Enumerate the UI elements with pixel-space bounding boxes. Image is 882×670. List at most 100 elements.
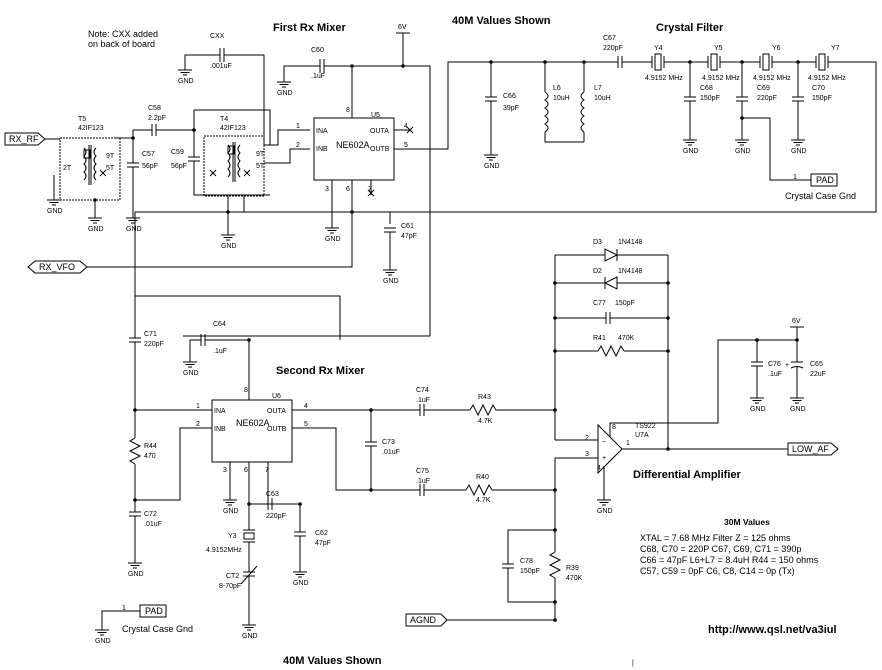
ground-label: GND xyxy=(95,638,111,645)
crystal-y3: Y3 4.9152MHz xyxy=(206,529,255,572)
trimmer-ct2: CT2 8-70pF xyxy=(219,565,258,625)
ground-symbol: GND xyxy=(221,234,237,250)
opamp-plus-sign: + xyxy=(602,455,606,462)
port-rx-rf: RX_RF xyxy=(4,132,60,146)
y5-val: 4.9152 MHz xyxy=(702,75,740,82)
l6-ref: L6 xyxy=(553,85,561,92)
ground-label: GND xyxy=(183,370,199,377)
ct2-val: 8-70pF xyxy=(219,583,241,590)
c71-ref: C71 xyxy=(144,331,157,338)
c69-ref: C69 xyxy=(757,85,770,92)
ground-label: GND xyxy=(223,508,239,515)
title-second-mixer: Second Rx Mixer xyxy=(276,365,365,377)
c73-val: .01uF xyxy=(382,449,400,456)
c71-val: 220pF xyxy=(144,341,164,348)
ground-label: GND xyxy=(126,226,142,233)
r44-ref: R44 xyxy=(144,443,157,450)
power-6v-top-label: 6V xyxy=(398,24,407,31)
note-line-2: on back of board xyxy=(88,39,155,49)
cap-c76: C76 .1uF xyxy=(751,338,782,398)
ground-label: GND xyxy=(293,580,309,587)
cap-c71: C71 220pF xyxy=(129,296,164,438)
junction xyxy=(666,316,670,320)
r40-val: 4.7K xyxy=(476,497,491,504)
ground-symbol: GND xyxy=(597,499,613,515)
y7-ref: Y7 xyxy=(831,45,840,52)
t5-ref: T5 xyxy=(78,116,86,123)
t5-secondary-2: 5T xyxy=(106,165,115,172)
cap-c67: C67 220pF xyxy=(603,35,652,68)
cap-c63: C63 220pF xyxy=(247,491,302,532)
ground-symbol: GND xyxy=(47,199,63,215)
u6-pin-4: 4 xyxy=(304,403,308,410)
pad-top: PAD 1 Crystal Case Gnd xyxy=(742,117,856,201)
port-rx-vfo: RX_VFO xyxy=(27,212,353,274)
ground-label: GND xyxy=(790,406,806,413)
power-6v-top: 6V xyxy=(183,24,431,337)
power-6v-right: 6V xyxy=(790,318,804,342)
cap-c66: C66 39pF xyxy=(485,60,519,155)
title-top-values: 40M Values Shown xyxy=(452,15,551,27)
crystal-y7: Y7 4.9152 MHz xyxy=(808,45,846,82)
resistor-r41: R41 470K xyxy=(555,335,668,358)
values30m-line-3: C66 = 47pF L6+L7 = 8.4uH R44 = 150 ohms xyxy=(640,555,819,565)
y7-val: 4.9152 MHz xyxy=(808,75,846,82)
filter-output-wire xyxy=(134,61,877,340)
d2-ref: D2 xyxy=(593,268,602,275)
port-agnd: AGND xyxy=(405,613,557,627)
c76-val: .1uF xyxy=(768,371,782,378)
junction xyxy=(553,408,557,412)
cap-c73: C73 .01uF xyxy=(365,408,400,492)
c78-ref: C78 xyxy=(520,558,533,565)
resistor-r40: R40 4.7K xyxy=(465,474,557,504)
c67-ref: C67 xyxy=(603,35,616,42)
pad-top-label: PAD xyxy=(816,175,834,185)
port-rx-rf-label: RX_RF xyxy=(9,134,39,144)
ground-symbol: GND xyxy=(223,499,239,515)
cap-c58: C58 2.2pF xyxy=(132,105,196,138)
ground-label: GND xyxy=(325,236,341,243)
c59-val: 56pF xyxy=(171,163,187,170)
u6-part: NE602A xyxy=(236,418,270,428)
cxx-ref: CXX xyxy=(210,33,225,40)
c68-val: 150pF xyxy=(700,95,720,102)
t4-part: 42IF123 xyxy=(220,125,246,132)
r43-val: 4.7K xyxy=(478,418,493,425)
crystal-y5: Y5 4.9152 MHz xyxy=(702,45,740,82)
diode-d2: D2 1N4148 xyxy=(555,268,668,290)
t4-ref: T4 xyxy=(220,116,228,123)
r39-ref: R39 xyxy=(566,565,579,572)
ground-symbol: GND xyxy=(88,217,104,233)
c77-ref: C77 xyxy=(593,300,606,307)
u5-ref: U5 xyxy=(371,112,380,119)
ground-label: GND xyxy=(735,148,751,155)
pad-top-pin: 1 xyxy=(793,174,797,181)
opamp-u7a: − + TS922 U7A 2 3 1 8 4 xyxy=(554,339,797,500)
port-rx-vfo-label: RX_VFO xyxy=(39,262,75,272)
ground-label: GND xyxy=(750,406,766,413)
d2-val: 1N4148 xyxy=(618,268,643,275)
opamp-pin-1: 1 xyxy=(626,440,630,447)
ground-label: GND xyxy=(791,148,807,155)
title-first-mixer: First Rx Mixer xyxy=(273,22,346,34)
u6-pin-7: 7 xyxy=(265,467,269,474)
ground-symbol: GND xyxy=(683,139,699,155)
junction xyxy=(553,349,557,353)
u5-pin-8: 8 xyxy=(346,107,350,114)
c68-ref: C68 xyxy=(700,85,713,92)
y4-val: 4.9152 MHz xyxy=(645,75,683,82)
ground-symbol: GND xyxy=(126,217,142,233)
u5-pin-5: 5 xyxy=(404,142,408,149)
u6-pin-3: 3 xyxy=(223,467,227,474)
cap-c70: C70 150pF xyxy=(792,60,832,140)
y4-ref: Y4 xyxy=(654,45,663,52)
c59-ref: C59 xyxy=(171,149,184,156)
d3-ref: D3 xyxy=(593,239,602,246)
t5-primary: 2T xyxy=(63,165,72,172)
c75-val: .1uF xyxy=(416,478,430,485)
cap-cxx: CXX .001uF xyxy=(184,33,265,145)
ground-symbol: GND xyxy=(293,571,309,587)
t4-secondary-1: 9T xyxy=(256,151,265,158)
cap-c68: C68 150pF xyxy=(684,60,720,140)
